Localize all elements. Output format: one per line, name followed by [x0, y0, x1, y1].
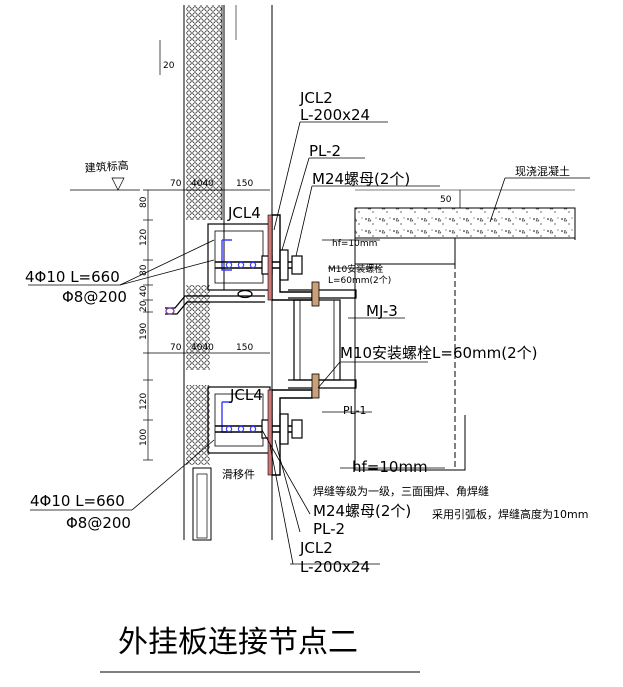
- dim-v80b: 80: [139, 264, 149, 276]
- label-hf-top: hf=10mm: [332, 239, 377, 249]
- label-jcl4-bottom: JCL4: [229, 386, 263, 404]
- dim-v80: 80: [139, 196, 149, 208]
- dim-v20: 20: [139, 300, 149, 312]
- bent-rebar: [165, 289, 265, 315]
- dim-v120-b: 120: [139, 393, 149, 410]
- steel-angles: [267, 214, 357, 476]
- label-weld-note-1: 焊缝等级为一级，三面围焊、角焊缝: [313, 484, 489, 498]
- label-rebar-top-a: 4Φ10 L=660: [25, 268, 120, 286]
- dim-v190: 190: [139, 323, 149, 340]
- dimension-lines: [70, 40, 461, 461]
- embed-box-upper: [207, 223, 303, 291]
- label-building-level: 建筑标高: [84, 158, 129, 175]
- label-m10-mid: M10安装螺栓L=60mm(2个): [340, 344, 538, 362]
- label-m10-top-a: M10安装螺栓: [328, 263, 383, 275]
- dimension-texts: 20 70 4040 150 70 4040 150 50 80 120 80 …: [139, 61, 452, 446]
- wall-panel: [183, 5, 273, 541]
- label-rebar-top-b: Φ8@200: [62, 288, 127, 306]
- dim-20: 20: [163, 61, 175, 71]
- dim-150-mid: 150: [236, 343, 253, 353]
- label-m24-bottom: M24螺母(2个): [313, 502, 411, 520]
- label-pl2-top: PL-2: [309, 142, 341, 160]
- label-jcl4-top: JCL4: [227, 204, 261, 222]
- concrete-slab: [354, 189, 576, 471]
- label-jcl2-bottom: JCL2: [299, 539, 333, 557]
- label-mj3: MJ-3: [366, 302, 398, 320]
- dim-150-top: 150: [236, 179, 253, 189]
- label-pl1: PL-1: [343, 404, 367, 417]
- label-slide: 滑移件: [222, 468, 255, 481]
- dim-v100: 100: [139, 429, 149, 446]
- label-rebar-bottom-a: 4Φ10 L=660: [30, 492, 125, 510]
- annotation-labels: JCL2 L-200x24 PL-2 M24螺母(2个) 建筑标高 现浇混凝土 …: [25, 89, 588, 576]
- label-rebar-bottom-b: Φ8@200: [66, 514, 131, 532]
- label-hf-bottom: hf=10mm: [352, 458, 428, 476]
- label-m10-top-b: L=60mm(2个): [328, 275, 391, 286]
- dim-v120-a: 120: [139, 229, 149, 246]
- insulation-layer: [186, 5, 222, 220]
- dim-70-top: 70: [170, 179, 182, 189]
- label-weld-note-2: 采用引弧板，焊缝高度为10mm: [432, 507, 588, 521]
- dim-50: 50: [440, 195, 452, 205]
- label-m24-top: M24螺母(2个): [312, 170, 410, 188]
- drawing-title: 外挂板连接节点二: [118, 625, 358, 660]
- mj3-embed-plate: [293, 299, 341, 381]
- dim-4040-mid: 4040: [191, 343, 214, 353]
- label-jcl2-top: JCL2: [299, 89, 333, 107]
- slide-piece: [192, 467, 212, 541]
- label-pl2-bottom: PL-2: [313, 520, 345, 538]
- title-block: 外挂板连接节点二: [100, 625, 420, 673]
- dim-70-mid: 70: [170, 343, 182, 353]
- label-angle-bottom: L-200x24: [300, 558, 370, 576]
- dim-v40: 40: [139, 285, 149, 297]
- m10-bolt-upper: [311, 281, 320, 307]
- leader-lines: [28, 121, 590, 565]
- label-angle-top: L-200x24: [300, 106, 370, 124]
- m10-bolt-lower: [311, 373, 320, 399]
- dim-4040-top: 4040: [191, 179, 214, 189]
- label-cast-concrete: 现浇混凝土: [515, 164, 570, 178]
